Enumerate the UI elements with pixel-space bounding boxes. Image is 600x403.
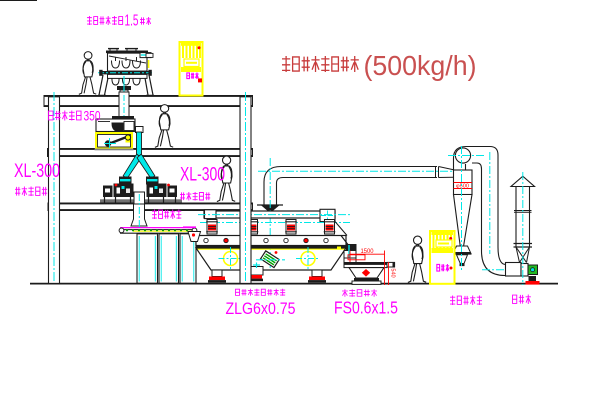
svg-text:XL-300: XL-300 [14,161,60,182]
svg-text:350: 350 [84,108,101,124]
svg-text:(500kg/h): (500kg/h) [364,50,477,81]
svg-text:540: 540 [390,268,396,277]
svg-text:FS0.6x1.5: FS0.6x1.5 [334,298,398,318]
svg-text:1500: 1500 [361,248,374,255]
svg-text:ZLG6x0.75: ZLG6x0.75 [226,299,296,318]
svg-text:φ500: φ500 [456,184,469,190]
svg-text:XL-300: XL-300 [180,165,225,186]
svg-text:1.5: 1.5 [125,13,139,30]
